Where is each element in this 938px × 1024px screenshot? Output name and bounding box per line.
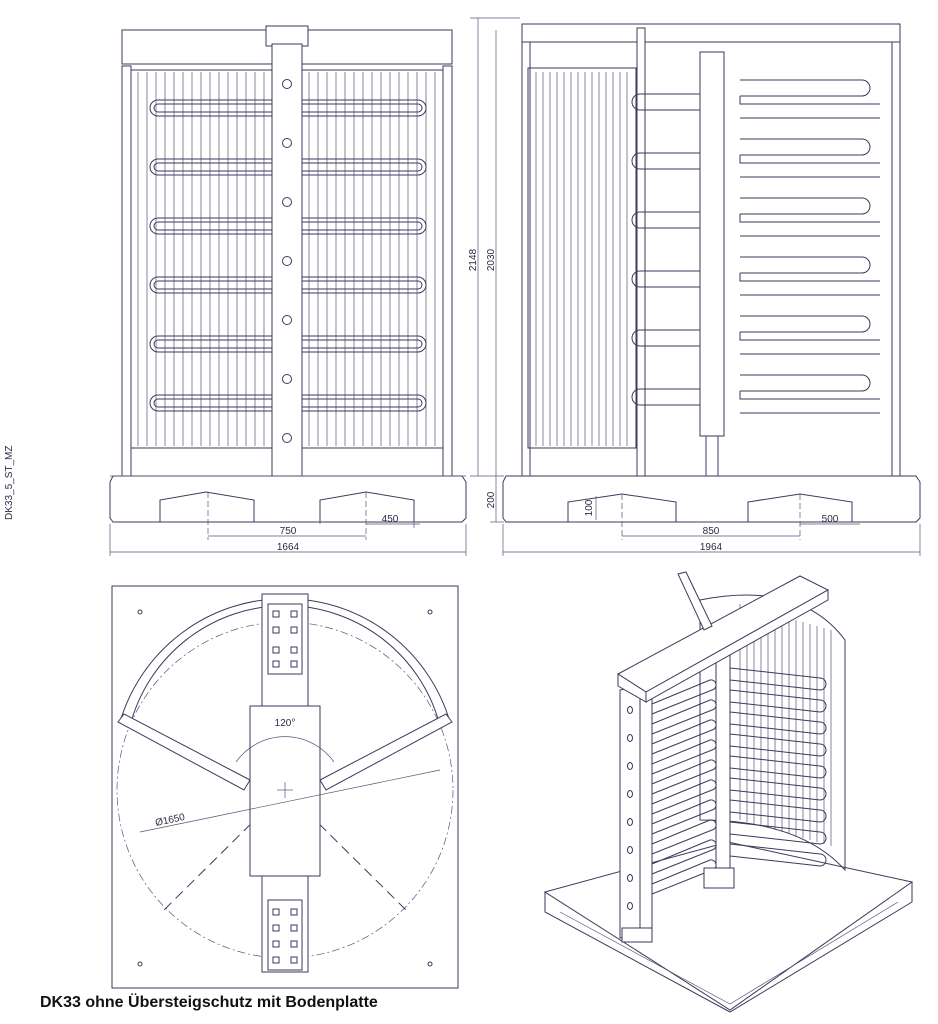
side-view — [502, 23, 921, 523]
dim-front-foot-width: 450 — [382, 514, 399, 525]
dim-side-foot-width: 500 — [822, 514, 839, 525]
front-view — [109, 25, 467, 523]
dim-side-overall-width: 1964 — [700, 542, 723, 553]
dim-side-foot-spacing: 850 — [703, 526, 720, 537]
figure-caption: DK33 ohne Übersteigschutz mit Bodenplatt… — [40, 994, 378, 1011]
isometric-view — [543, 571, 914, 1013]
top-view: 120° Ø1650 — [111, 585, 459, 989]
dim-angle: 120° — [275, 718, 296, 729]
front-dimensions: 750 450 1664 — [109, 492, 467, 556]
drawing-id: DK33_5_ST_MZ — [4, 446, 15, 520]
dim-diameter: Ø1650 — [154, 812, 186, 829]
dim-cutout-height: 100 — [584, 499, 595, 516]
dim-frame-height: 2030 — [486, 248, 497, 271]
dim-front-foot-spacing: 750 — [280, 526, 297, 537]
dim-base-height: 200 — [486, 491, 497, 508]
dim-total-height: 2148 — [468, 248, 479, 271]
side-dimensions: 850 500 1964 2148 2030 200 100 — [468, 17, 921, 556]
dim-front-overall-width: 1664 — [277, 542, 300, 553]
